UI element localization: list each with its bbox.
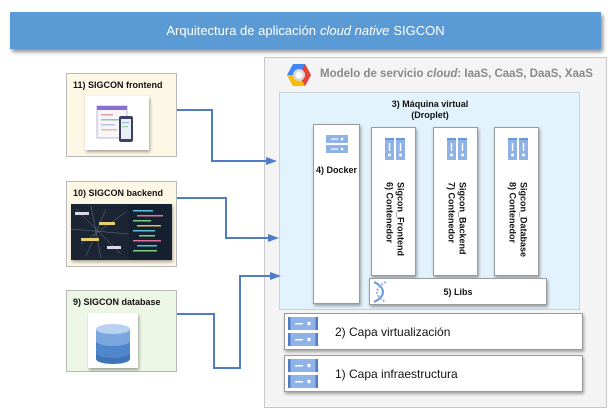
arrow-database: [177, 275, 270, 369]
dna-icon: [373, 281, 387, 303]
source-label: 10) SIGCON backend: [73, 188, 164, 198]
arrow-frontend: [177, 109, 266, 162]
server-icon: [288, 359, 318, 388]
container-icon: [508, 138, 528, 160]
title-suffix: SIGCON: [393, 23, 445, 38]
container-label: 6) Contenedor Sigcon_Frontend: [372, 182, 417, 272]
source-frontend: 11) SIGCON frontend: [66, 73, 177, 157]
cloud-model-title: Modelo de servicio cloud: IaaS, CaaS, Da…: [320, 68, 593, 80]
code-screenshot: [70, 204, 172, 260]
server-icon: [288, 317, 318, 346]
container-frontend: 6) Contenedor Sigcon_Frontend: [371, 127, 416, 276]
container-label: 7) Contenedor Sigcon_Backend: [434, 182, 479, 272]
arrowhead-icon: [268, 234, 279, 242]
container-icon: [447, 138, 467, 160]
source-backend: 10) SIGCON backend: [66, 181, 177, 267]
layer-label: 1) Capa infraestructura: [335, 367, 458, 381]
source-label: 11) SIGCON frontend: [73, 80, 163, 90]
container-icon: [385, 138, 405, 160]
container-label: 8) Contenedor Sigcon_Database: [495, 182, 540, 272]
layer-virtualization: 2) Capa virtualización: [284, 313, 583, 350]
arrow-backend: [177, 197, 268, 239]
container-label-line2: Sigcon_Frontend: [395, 182, 406, 256]
server-icon: [326, 135, 348, 153]
title-prefix: Arquitectura de aplicación: [166, 23, 316, 38]
container-label-line2: Sigcon_Backend: [457, 182, 468, 255]
container-label-line1: 6) Contenedor: [384, 182, 395, 244]
container-backend: 7) Contenedor Sigcon_Backend: [433, 127, 478, 276]
container-label-line1: 7) Contenedor: [446, 182, 457, 244]
diagram-title: Arquitectura de aplicación cloud native …: [10, 12, 601, 49]
title-italic: cloud native: [319, 23, 390, 38]
docker-label: 4) Docker: [315, 165, 358, 175]
container-label-line1: 8) Contenedor: [507, 182, 518, 244]
arrowhead-icon: [266, 157, 277, 165]
libs-box: 5) Libs: [369, 278, 547, 305]
cloud-title-italic: cloud: [426, 68, 458, 80]
docker-box: [313, 124, 360, 304]
database-icon: [88, 313, 138, 368]
layer-infrastructure: 1) Capa infraestructura: [284, 355, 583, 392]
vm-title-line2: (Droplet): [411, 110, 449, 120]
vm-title-line1: 3) Máquina virtual: [391, 99, 469, 109]
arrowhead-icon: [270, 272, 281, 280]
container-database: 8) Contenedor Sigcon_Database: [494, 127, 539, 276]
layer-label: 2) Capa virtualización: [335, 325, 451, 339]
cloud-title-prefix: Modelo de servicio: [320, 68, 424, 80]
libs-label: 5) Libs: [443, 287, 473, 297]
web-mobile-icon: [85, 96, 149, 150]
container-label-line2: Sigcon_Database: [518, 182, 529, 258]
vm-title: 3) Máquina virtual (Droplet): [380, 99, 480, 121]
cloud-title-suffix: : IaaS, CaaS, DaaS, XaaS: [457, 68, 593, 80]
source-label: 9) SIGCON database: [73, 297, 161, 307]
google-cloud-icon: [287, 64, 311, 86]
source-database: 9) SIGCON database: [66, 290, 177, 372]
